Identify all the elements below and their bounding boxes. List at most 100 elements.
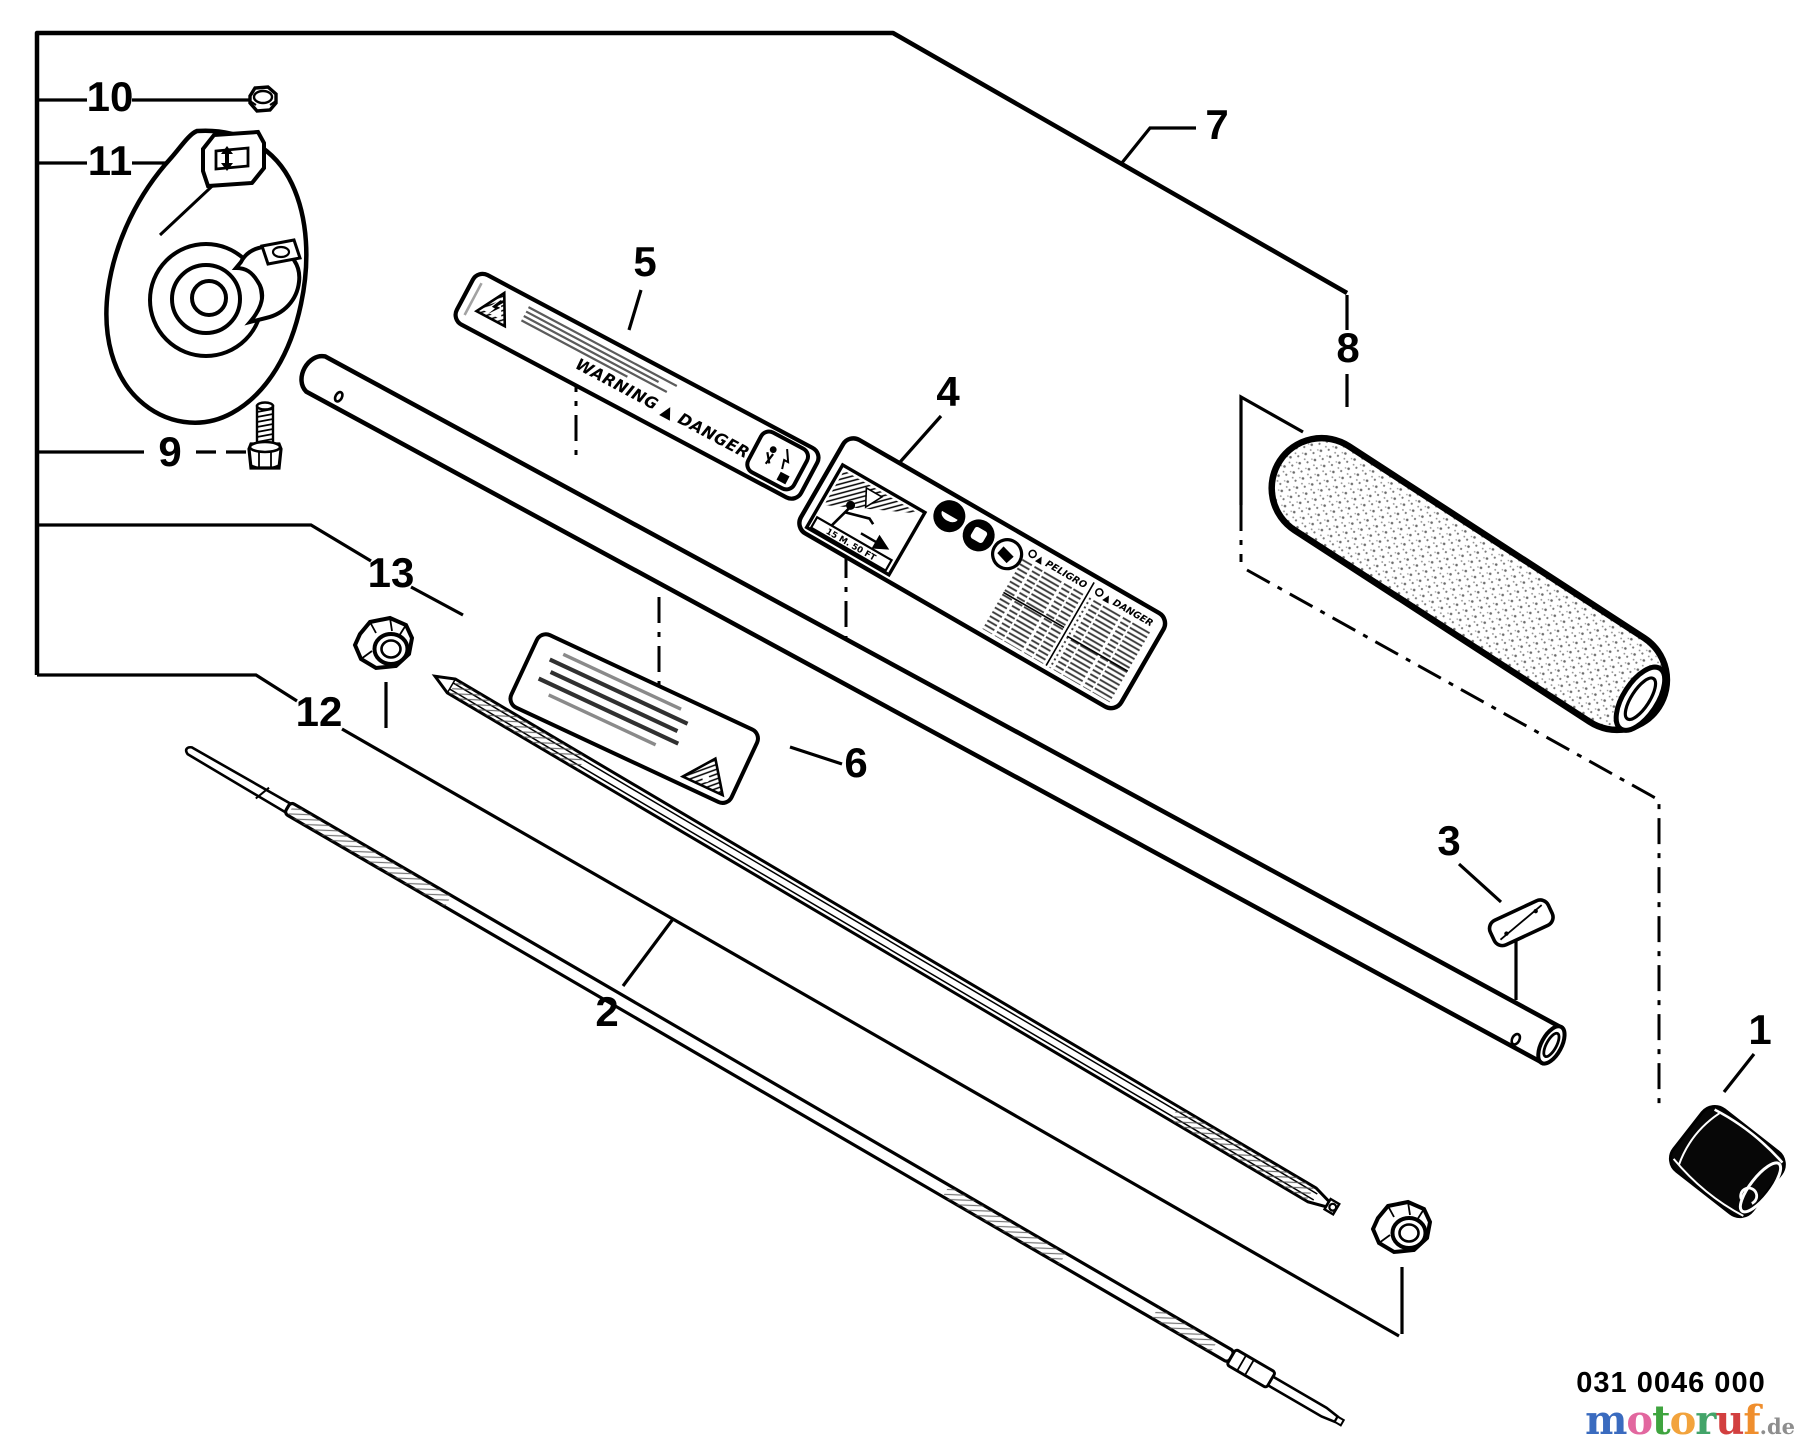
distance-bar [809,515,894,573]
flex-end-nub [1333,1415,1346,1427]
outer-tube [299,354,1567,1066]
callout-3: 3 [1437,817,1460,864]
grip-bracket [1239,394,1304,505]
leader-1 [1722,1053,1756,1093]
pictogram-object [776,471,790,485]
eye-protection-glyph [941,510,958,523]
figure-part-number: 031 0046 000 [1576,1367,1765,1399]
brand-letter: r [1695,1397,1716,1444]
pictogram-fall-arrow [781,449,790,470]
flex-tip [184,745,292,814]
small-label-outline [508,632,760,805]
brand-letter: f [1743,1397,1760,1444]
coupler-bushing-front [353,616,414,670]
cap-left-arc [1677,1112,1720,1166]
nut-top-face [252,89,274,105]
outer-tube-body [299,354,1565,1066]
leader-13b [410,585,464,617]
drive-shaft [431,674,1341,1217]
end-cap [1668,1104,1786,1219]
brand-letter: u [1715,1397,1744,1444]
clamp-block-hole [271,245,291,259]
tube-hole-rear [1510,1032,1522,1046]
en-lang-bullet [1095,588,1104,597]
clip-dimple-left [1504,931,1509,936]
grip-body [1268,434,1671,734]
warning-strip-outline [453,271,821,501]
screw-head-facets [250,452,280,470]
screw-collar [248,440,282,454]
flex-hatch-3 [1151,1307,1217,1353]
callout-10: 10 [87,73,134,120]
leader-12b [341,727,1400,1338]
callout-1: 1 [1748,1006,1771,1053]
spline-hatch-front [449,680,587,770]
drive-shaft-spline-lines [446,678,1318,1201]
hanger-bracket [104,128,309,425]
small-warning-triangle-icon [864,486,884,509]
micro-text-rows [520,306,678,393]
callout-11: 11 [88,137,132,184]
column-dividers [1003,582,1129,672]
callout-13: 13 [368,549,415,596]
flex-tip-tick [255,786,270,800]
pictogram-figure-head [769,446,777,454]
hex-nut [248,85,278,113]
flex-end-tip [1266,1374,1340,1424]
brand-tld: .de [1759,1414,1795,1439]
screw-tip [255,401,275,411]
pn-microtext [463,282,483,316]
flex-hatch-1 [287,804,452,907]
brand-letter: m [1585,1397,1627,1444]
top-tab-slot [214,146,250,171]
micro-text-columns [982,558,1151,703]
motoruf-watermark: motoruf.de [1585,1401,1795,1441]
brand-letters: motoruf [1585,1397,1761,1444]
danger-panel-label: 15 M. 50 FT ▲ PELIGRO ▲ DANGER [797,436,1168,711]
es-lang-bullet [1028,549,1037,559]
micro-text-rows [537,652,689,747]
distance-arrow-icon [860,532,890,550]
flex-end-fitting [1226,1348,1276,1389]
callout-7: 7 [1205,101,1228,148]
key-clip [1487,898,1555,948]
callout-12: 12 [296,688,343,735]
callout-2: 2 [595,988,618,1035]
brand-letter: o [1669,1397,1697,1444]
cap-body [1668,1104,1786,1219]
drive-shaft-end-hole [1328,1202,1338,1212]
cap-rim [1738,1161,1783,1214]
leader-lines [37,98,1756,1338]
leader-3 [1457,862,1518,1000]
boss-ring-inner [190,279,228,317]
lightning-icon [488,300,505,314]
tube-hole-front [333,390,344,403]
leader-2 [621,918,675,987]
glove-glyph [970,526,988,544]
small-label [508,632,760,805]
cap-highlight-top [1714,1108,1784,1164]
cap-hole-curl [1739,1186,1759,1205]
foam-grip [1268,434,1671,734]
callout-5: 5 [633,238,656,285]
triangle-dot [702,774,710,783]
boot-glyph [997,546,1014,564]
warning-triangle-icon [679,756,725,798]
grip-end-bore [1623,676,1658,722]
callout-6: 6 [844,739,867,786]
right-boundary-dash [1246,568,1661,1108]
clip-dimple-right [1533,908,1538,914]
callout-4: 4 [936,368,960,415]
flex-fitting-slots [1236,1354,1255,1376]
leader-7 [1119,126,1196,166]
nut-facets [249,100,277,106]
clamp-screw [247,401,283,470]
pictogram-figure-body [764,451,774,465]
brand-letter: t [1652,1397,1671,1444]
leader-5 [627,289,643,331]
callout-8: 8 [1336,324,1359,371]
leader-4 [891,414,943,472]
